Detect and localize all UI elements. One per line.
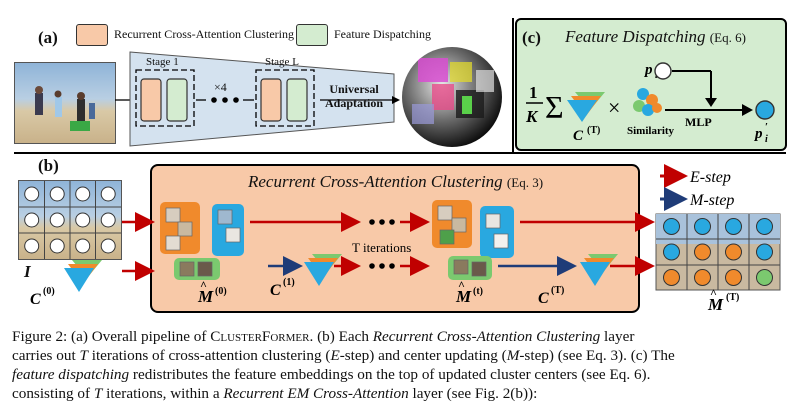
m0-sup: (0) (215, 286, 227, 297)
panel-c-label: (c) (522, 28, 541, 47)
mt-hat: ^ (458, 278, 465, 292)
input-feature-grid (18, 180, 122, 260)
legend-swatch-clustering (76, 24, 108, 46)
mlp-label: MLP (685, 115, 712, 129)
t-iterations-label: T iterations (352, 240, 411, 255)
m-step-label: M-step (689, 192, 734, 209)
c0-sup: (0) (43, 286, 55, 297)
p-i-label: p (643, 62, 653, 78)
panel-a-pipeline (115, 47, 502, 147)
caption-model-name: ClusterFormer (210, 328, 310, 345)
times-symbol: × (608, 95, 620, 120)
universal-adaptation-label: Universal Adaptation (325, 82, 383, 110)
input-photo-figures (35, 86, 95, 131)
legend-label-dispatching: Feature Dispatching (334, 27, 431, 41)
p-i-prime-mark: ′ (765, 121, 768, 133)
caption-line-2: carries out T iterations of cross-attent… (12, 347, 675, 364)
e-step-label: E-step (689, 169, 731, 186)
p-i-prime-sub: i (765, 134, 768, 145)
legend-swatch-dispatching (296, 24, 328, 46)
repeat-label: ×4 (214, 80, 227, 94)
c0-label: C (30, 291, 41, 308)
mT-hat: ^ (710, 286, 717, 300)
panel-c-title-text: Feature Dispatching (565, 27, 706, 46)
frac-denominator: K (525, 107, 539, 126)
divider-horizontal (14, 152, 786, 154)
mt-patch-cluster (432, 200, 514, 280)
caption-line-4: consisting of T iterations, within a Rec… (12, 385, 538, 402)
input-grid-cells (19, 181, 121, 259)
legend-label-clustering: Recurrent Cross-Attention Clustering (114, 27, 294, 41)
c-T-label: C (573, 128, 584, 144)
figure-caption: Figure 2: (a) Overall pipeline of Cluste… (12, 327, 792, 403)
adaptation-line1: Universal (329, 82, 379, 96)
mt-label: M (455, 287, 472, 306)
c1-sup: (1) (283, 277, 295, 288)
cT-label: C (538, 290, 549, 307)
sigma-symbol: Σ (545, 89, 564, 125)
m0-hat: ^ (200, 278, 207, 292)
mT-sup: (T) (726, 292, 739, 303)
stage-last-label: Stage L (265, 56, 299, 68)
stage-first-label: Stage 1 (146, 56, 179, 68)
sphere-segment-masks (412, 58, 494, 124)
clustering-title-text: Recurrent Cross-Attention Clustering (248, 172, 503, 191)
c1-label: C (270, 282, 281, 299)
input-photo (14, 62, 116, 144)
clustering-title: Recurrent Cross-Attention Clustering (Eq… (248, 172, 543, 192)
m0-label: M (197, 287, 214, 306)
caption-line-3: feature dispatching redistributes the fe… (12, 366, 651, 383)
divider-vertical (512, 18, 514, 153)
m0-patch-cluster (160, 202, 244, 280)
panel-c-box (515, 18, 787, 151)
caption-line-1: Figure 2: (a) Overall pipeline of Cluste… (12, 328, 635, 345)
frac-numerator: 1 (529, 83, 538, 102)
panel-a-label: (a) (38, 28, 58, 47)
adaptation-line2: Adaptation (325, 96, 384, 110)
output-grid (655, 213, 781, 291)
cT-sup: (T) (551, 285, 564, 296)
c-T-sup: (T) (587, 125, 600, 136)
panel-c-eq-ref: (Eq. 6) (709, 30, 746, 45)
p-i-prime-label: p (753, 126, 763, 142)
similarity-label: Similarity (627, 125, 675, 137)
panel-c-title: Feature Dispatching (Eq. 6) (565, 27, 746, 47)
panel-b-label: (b) (38, 156, 59, 175)
clustering-eq-ref: (Eq. 3) (506, 175, 544, 190)
mt-sup: (t) (473, 286, 483, 297)
mT-label: M (707, 295, 724, 314)
input-I-label: I (24, 262, 31, 281)
panel-c-diagram: 1 K Σ C (T) × Similarity p i MLP p i ′ (525, 62, 775, 145)
